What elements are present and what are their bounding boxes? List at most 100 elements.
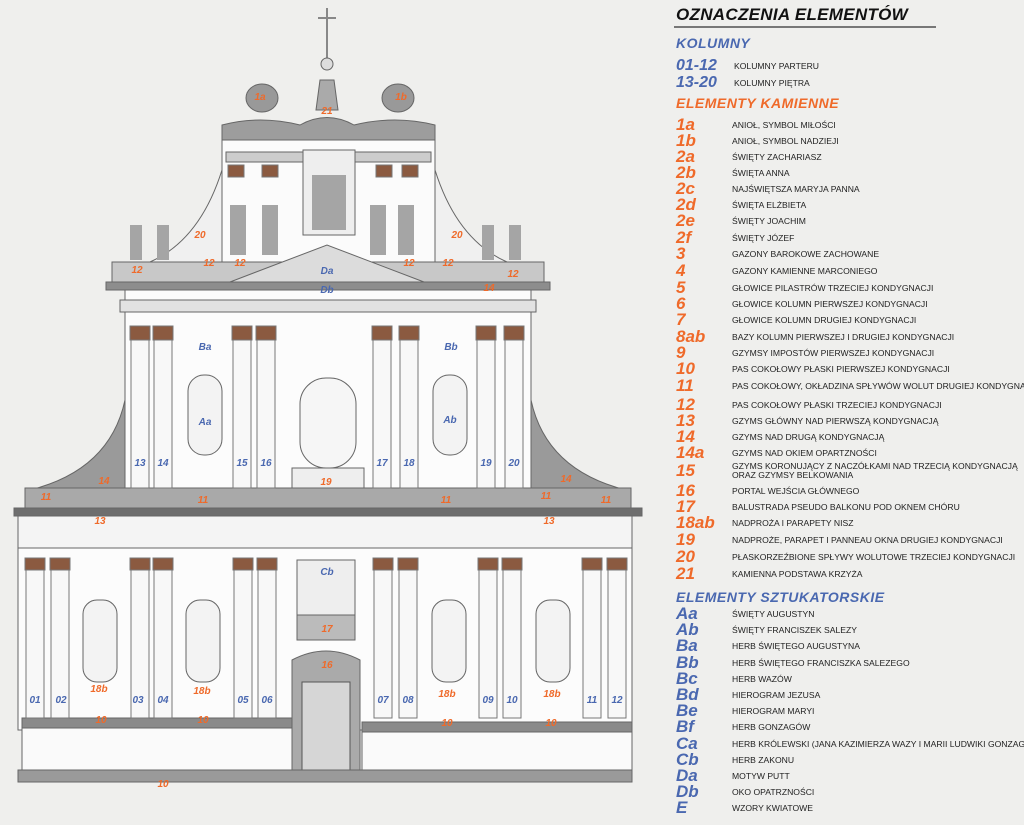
legend-code: Aa — [676, 604, 698, 623]
legend-item: 8ab BAZY KOLUMN PIERWSZEJ I DRUGIEJ KONDY… — [676, 327, 1024, 346]
legend-description: GŁOWICE PILASTRÓW TRZECIEJ KONDYGNACJI — [732, 283, 934, 293]
element-label: 20 — [507, 458, 520, 469]
element-label: 09 — [482, 695, 494, 706]
column — [152, 557, 174, 571]
element-label: 10 — [157, 779, 169, 790]
element-label: 13 — [543, 516, 555, 527]
legend-item: 3 GAZONY BAROKOWE ZACHOWANE — [676, 244, 1024, 263]
legend-description: NADPROŻA I PARAPETY NISZ — [732, 518, 854, 528]
element-label: 10 — [197, 715, 209, 726]
legend-description: ANIOŁ, SYMBOL MIŁOŚCI — [732, 120, 836, 130]
legend-item: 13-20 KOLUMNY PIĘTRA — [676, 75, 1024, 91]
element-label: 18b — [193, 686, 210, 697]
legend-code: E — [676, 798, 688, 818]
element-label: 16 — [260, 458, 272, 469]
column — [581, 557, 603, 571]
legend-description: GŁOWICE KOLUMN DRUGIEJ KONDYGNACJI — [732, 315, 917, 325]
element-label: 18b — [543, 689, 560, 700]
legend-code: 1a — [676, 115, 695, 134]
legend-code: 13-20 — [676, 74, 717, 91]
element-label: 1b — [395, 92, 407, 103]
legend-code: 1b — [676, 131, 696, 150]
element-label: 03 — [132, 695, 144, 706]
element-label: 10 — [545, 718, 557, 729]
legend-description: GŁOWICE KOLUMN PIERWSZEJ KONDYGNACJI — [732, 299, 928, 309]
legend-description: OKO OPATRZNOŚCI — [732, 787, 815, 798]
facade-structure — [13, 8, 643, 783]
legend-description: NAJŚWIĘTSZA MARYJA PANNA — [732, 184, 860, 194]
element-label: 12 — [507, 269, 519, 280]
legend-description: MOTYW PUTT — [732, 771, 790, 781]
element-label: 12 — [203, 258, 215, 269]
legend-description: ŚWIĘTY JOACHIM — [732, 216, 806, 226]
legend-description: HIEROGRAM JEZUSA — [732, 690, 821, 700]
column — [255, 325, 277, 341]
column — [397, 557, 419, 571]
element-label: 15 — [236, 458, 248, 469]
legend-description: HIEROGRAM MARYI — [732, 706, 815, 717]
legend-code: Cb — [676, 749, 699, 769]
element-label: 13 — [94, 516, 106, 527]
element-label: 04 — [157, 695, 169, 706]
legend-description: WZORY KWIATOWE — [732, 803, 814, 814]
element-label: 12 — [131, 265, 143, 276]
element-label: 12 — [234, 258, 246, 269]
element-label: 11 — [198, 495, 209, 506]
element-label: 11 — [41, 492, 52, 503]
element-label: 10 — [506, 695, 518, 706]
legend-code: 15 — [676, 461, 695, 480]
legend-code: Bc — [676, 668, 698, 688]
legend-description: GZYMS NAD OKIEM OPARTZNOŚCI — [732, 448, 877, 458]
columns — [24, 164, 628, 719]
element-label: Aa — [198, 417, 212, 428]
legend-description: HERB ŚWIĘTEGO FRANCISZKA SALEZEGO — [732, 657, 910, 668]
column — [503, 325, 525, 341]
legend: OZNACZENIA ELEMENTÓW KOLUMNY ELEMENTY KA… — [674, 0, 1024, 825]
element-label: 01 — [29, 695, 41, 706]
column — [231, 325, 253, 341]
column — [24, 557, 46, 571]
column — [371, 325, 393, 341]
legend-description: BAZY KOLUMN PIERWSZEJ I DRUGIEJ KONDYGNA… — [732, 332, 955, 342]
column — [501, 557, 523, 571]
element-label: 07 — [377, 695, 389, 706]
legend-code: 3 — [676, 244, 686, 263]
element-label: 14 — [483, 283, 495, 294]
legend-code: 8ab — [676, 327, 706, 346]
element-label: 21 — [320, 106, 333, 117]
element-label: 13 — [134, 458, 146, 469]
element-label: Cb — [320, 567, 333, 578]
legend-code: 2b — [676, 163, 696, 182]
legend-description: GAZONY BAROKOWE ZACHOWANE — [732, 249, 880, 259]
element-label: 11 — [587, 695, 598, 706]
legend-code: 9 — [676, 343, 686, 362]
element-label: Db — [320, 285, 333, 296]
element-label: 14 — [157, 458, 169, 469]
element-label: 18b — [438, 689, 455, 700]
legend-description: ŚWIĘTY ZACHARIASZ — [732, 152, 822, 162]
element-label: 20 — [450, 230, 463, 241]
element-label: 1a — [254, 92, 266, 103]
element-label: 08 — [402, 695, 414, 706]
element-label: 10 — [441, 718, 453, 729]
legend-description: KOLUMNY PIĘTRA — [734, 78, 810, 88]
legend-code: 01-12 — [676, 57, 717, 74]
legend-code: 19 — [676, 530, 695, 549]
section-heading-kolumny: KOLUMNY — [676, 35, 751, 51]
